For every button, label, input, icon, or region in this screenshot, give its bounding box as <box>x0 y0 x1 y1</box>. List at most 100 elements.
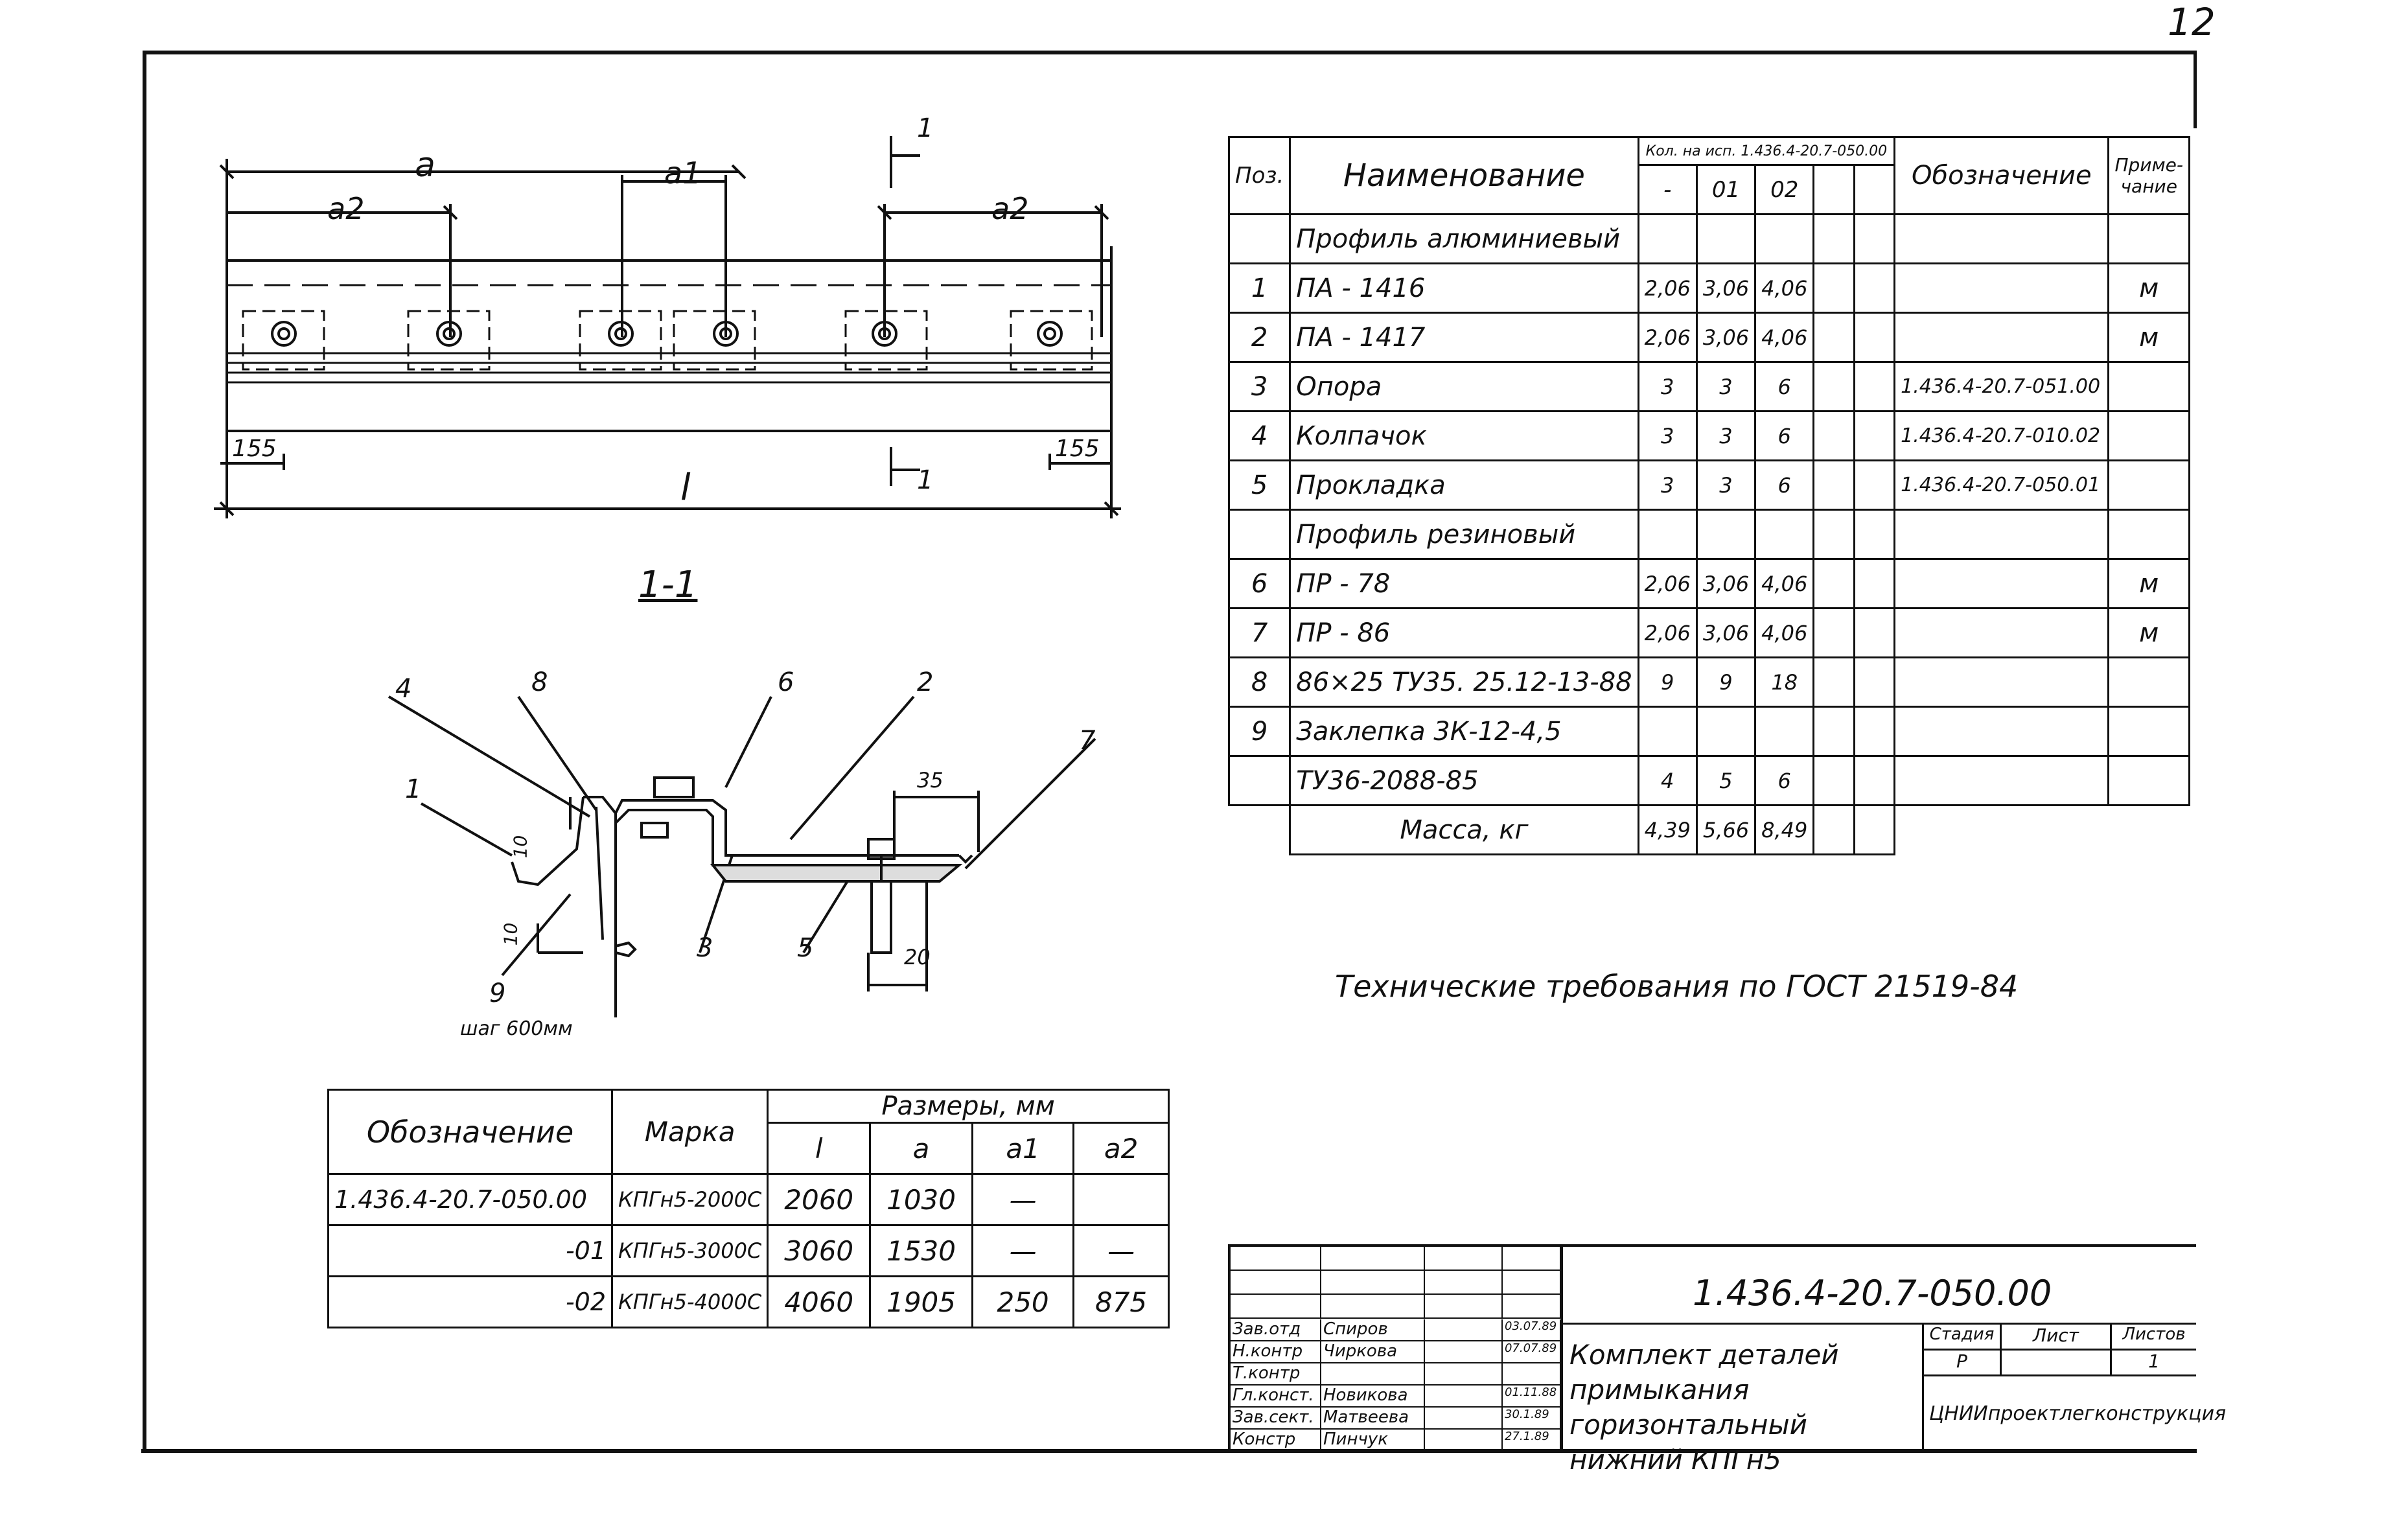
mass-label: Масса, кг <box>1289 804 1639 855</box>
callout-9: 9 <box>489 979 506 1008</box>
part-name: Опора <box>1289 361 1639 412</box>
part-designation <box>1893 312 2110 363</box>
step-note: шаг 600мм <box>460 1017 573 1040</box>
part-qty-1: 3 <box>1695 410 1757 461</box>
part-name: Профиль алюминиевый <box>1289 213 1639 264</box>
signature-role: Констр <box>1231 1430 1321 1452</box>
signature-name: Спиров <box>1321 1319 1425 1341</box>
part-note <box>2107 410 2190 461</box>
part-designation <box>1893 706 2110 757</box>
part-qty-blank-2 <box>1853 361 1896 412</box>
size-mark: КПГн5-4000С <box>611 1275 769 1328</box>
plan-view-drawing <box>214 136 1121 518</box>
part-qty-0: 4 <box>1637 755 1698 806</box>
signature-role: Гл.конст. <box>1231 1386 1321 1408</box>
part-note: м <box>2107 262 2190 314</box>
part-designation <box>1893 262 2110 314</box>
part-note <box>2107 509 2190 560</box>
frame-bottom-border <box>141 1449 2197 1453</box>
callout-2: 2 <box>917 667 934 697</box>
signature-blank-cell <box>1503 1295 1561 1319</box>
signature-role: Зав.сект. <box>1231 1408 1321 1430</box>
sheets-label: Листов <box>2112 1325 2196 1351</box>
part-pos: 2 <box>1227 312 1291 363</box>
header-pos: Поз. <box>1227 136 1291 215</box>
signature-blank-cell <box>1321 1295 1425 1319</box>
dim-a-label: a <box>415 146 435 185</box>
size-a: 1530 <box>869 1224 973 1277</box>
part-qty-blank-1 <box>1812 459 1855 511</box>
parts-row: Профиль резиновый <box>1227 509 2190 560</box>
part-designation <box>1893 213 2110 264</box>
part-name: Прокладка <box>1289 459 1639 511</box>
parts-list-table: Поз. Наименование Кол. на исп. 1.436.4-2… <box>1227 136 2190 855</box>
signature-blank-cell <box>1231 1247 1321 1271</box>
size-designation: -01 <box>327 1224 614 1277</box>
part-pos <box>1227 213 1291 264</box>
part-qty-blank-2 <box>1853 706 1896 757</box>
part-qty-blank-1 <box>1812 213 1855 264</box>
part-qty-0: 2,06 <box>1637 558 1698 609</box>
part-name: ПА - 1416 <box>1289 262 1639 314</box>
sheet-number: 12 <box>2168 0 2216 44</box>
part-pos: 1 <box>1227 262 1291 314</box>
signature-date: 07.07.89 <box>1503 1341 1561 1363</box>
header-qty-blank-2 <box>1853 164 1896 215</box>
part-qty-blank-1 <box>1812 262 1855 314</box>
signature-date: 30.1.89 <box>1503 1408 1561 1430</box>
section-mark-bottom: 1 <box>917 465 934 495</box>
signature-name: Матвеева <box>1321 1408 1425 1430</box>
size-l: 3060 <box>767 1224 872 1277</box>
dim-a2-left-label: a2 <box>327 191 365 226</box>
sheet-value <box>2002 1351 2112 1376</box>
part-qty-blank-1 <box>1812 706 1855 757</box>
size-a1: 250 <box>971 1275 1075 1328</box>
dim-155-left-label: 155 <box>232 435 277 462</box>
part-qty-2 <box>1754 509 1815 560</box>
part-qty-1: 9 <box>1695 656 1757 708</box>
parts-row: Профиль алюминиевый <box>1227 213 2190 264</box>
signature-blank-cell <box>1503 1271 1561 1295</box>
signature-sign <box>1425 1386 1503 1408</box>
part-name: 86×25 ТУ35. 25.12-13-88 <box>1289 656 1639 708</box>
dim-155-right-label: 155 <box>1055 435 1100 462</box>
mass-1: 5,66 <box>1695 804 1757 855</box>
stage-label: Стадия <box>1924 1325 2002 1351</box>
part-pos <box>1227 509 1291 560</box>
part-qty-0: 2,06 <box>1637 312 1698 363</box>
signature-name: Новикова <box>1321 1386 1425 1408</box>
mass-0: 4,39 <box>1637 804 1698 855</box>
part-name: ПА - 1417 <box>1289 312 1639 363</box>
signature-role: Н.контр <box>1231 1341 1321 1363</box>
part-qty-1 <box>1695 509 1757 560</box>
sizes-subheader-row: l a a1 a2 <box>329 1122 1170 1175</box>
part-pos: 3 <box>1227 361 1291 412</box>
signature-role: Зав.отд <box>1231 1319 1321 1341</box>
frame-top-border <box>143 51 2197 54</box>
part-note <box>2107 213 2190 264</box>
part-qty-blank-2 <box>1853 410 1896 461</box>
part-note <box>2107 361 2190 412</box>
header-name: Наименование <box>1289 136 1639 215</box>
part-qty-2: 18 <box>1754 656 1815 708</box>
signature-blank-cell <box>1503 1247 1561 1271</box>
header-qty-1: 01 <box>1695 164 1757 215</box>
signature-sign <box>1425 1319 1503 1341</box>
signature-sign <box>1425 1430 1503 1452</box>
mass-2: 8,49 <box>1754 804 1815 855</box>
part-pos: 5 <box>1227 459 1291 511</box>
size-a2 <box>1072 1173 1170 1226</box>
part-name: Колпачок <box>1289 410 1639 461</box>
size-a: 1905 <box>869 1275 973 1328</box>
sizes-header-sizes: Размеры, мм <box>767 1089 1170 1124</box>
part-qty-blank-1 <box>1812 656 1855 708</box>
part-qty-1: 3,06 <box>1695 262 1757 314</box>
